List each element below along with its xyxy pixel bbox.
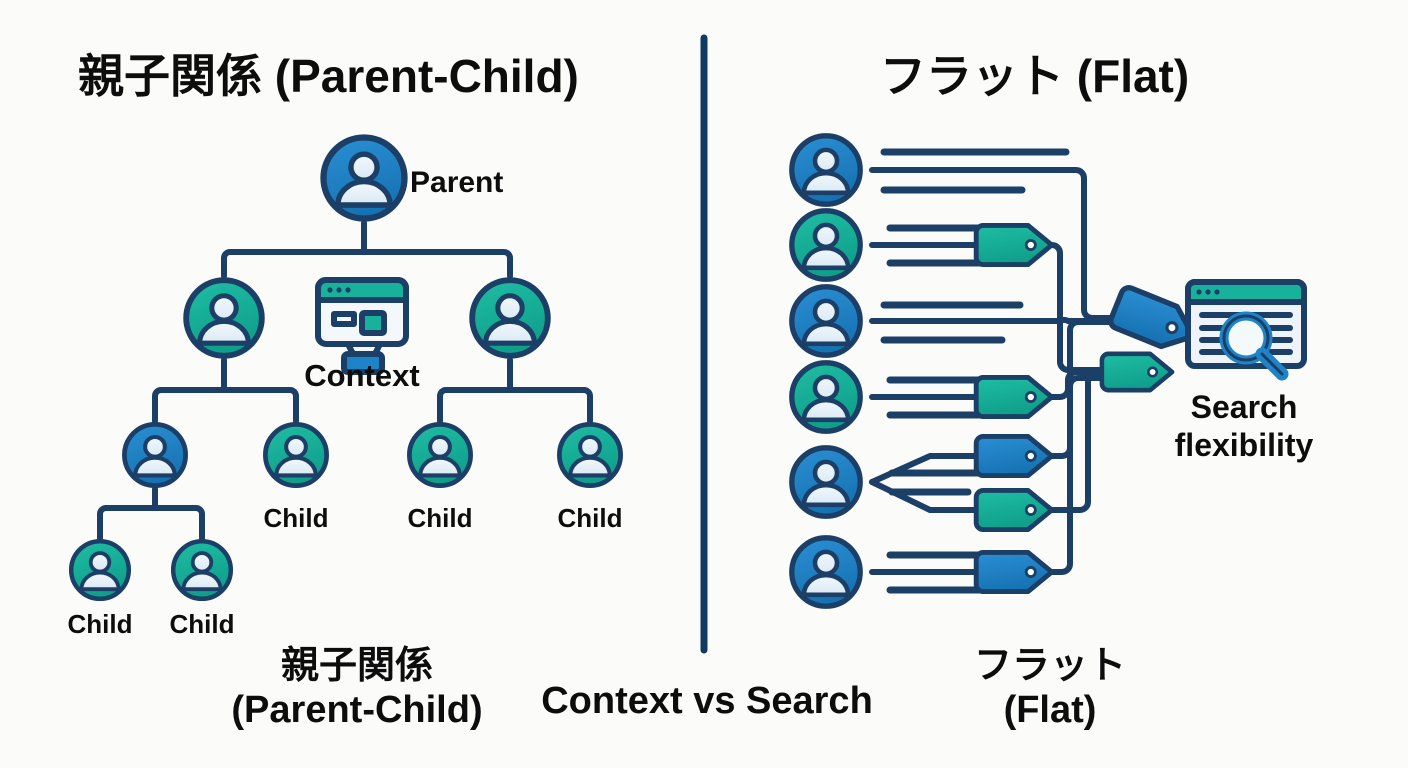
row-tag-2[interactable] bbox=[976, 225, 1052, 264]
caption-center: Context vs Search bbox=[541, 680, 873, 722]
flat-avatar-1[interactable] bbox=[792, 136, 860, 204]
edge-root-children bbox=[221, 249, 513, 279]
flat-row-tags bbox=[976, 225, 1052, 591]
flat-avatars bbox=[792, 136, 860, 606]
tree-node-parent[interactable] bbox=[324, 138, 405, 219]
tree-node-level1-right[interactable] bbox=[472, 280, 548, 356]
search-flexibility-label-line2: flexibility bbox=[1175, 427, 1314, 463]
edge-l1b-children bbox=[437, 387, 593, 424]
search-window-icon[interactable] bbox=[1185, 279, 1307, 381]
edge-l1a-children bbox=[152, 387, 299, 424]
caption-right-line1: フラット bbox=[974, 645, 1126, 687]
tree-node-level1-left[interactable] bbox=[186, 280, 262, 356]
tree-label-child-3: Child bbox=[558, 503, 623, 533]
tree-node-level3-a[interactable] bbox=[71, 541, 129, 599]
tree-node-level2-b[interactable] bbox=[265, 424, 326, 485]
flat-avatar-4[interactable] bbox=[792, 363, 860, 431]
caption-left-line1: 親子関係 bbox=[281, 645, 433, 687]
flat-avatar-5[interactable] bbox=[792, 448, 860, 516]
tree-node-level3-b[interactable] bbox=[173, 541, 231, 599]
connector-row5-tagteal-out bbox=[1047, 371, 1107, 513]
connector-row2-tag-out bbox=[1047, 242, 1107, 373]
connector-row6-tag-out bbox=[1047, 375, 1107, 575]
row-tag-6[interactable] bbox=[976, 552, 1052, 591]
parent-child-tree bbox=[97, 220, 593, 541]
tree-label-child-2: Child bbox=[408, 503, 473, 533]
row-tag-5-upper[interactable] bbox=[976, 436, 1052, 475]
row-tag-4[interactable] bbox=[976, 377, 1052, 416]
title-right: フラット (Flat) bbox=[880, 50, 1189, 102]
tree-node-level2-c[interactable] bbox=[409, 424, 470, 485]
aggregate-tag-teal[interactable] bbox=[1102, 354, 1172, 390]
tree-label-parent: Parent bbox=[410, 166, 503, 199]
row-tag-5-lower[interactable] bbox=[976, 490, 1052, 529]
tree-label-child-4: Child bbox=[68, 609, 133, 639]
tree-node-level2-d[interactable] bbox=[559, 424, 620, 485]
connector-row3 bbox=[869, 316, 1123, 324]
flat-avatar-3[interactable] bbox=[792, 287, 860, 355]
tree-node-level2-a[interactable] bbox=[124, 424, 185, 485]
flat-connectors bbox=[869, 167, 1123, 575]
caption-left-line2: (Parent-Child) bbox=[231, 689, 482, 731]
search-flexibility-label-line1: Search bbox=[1191, 389, 1298, 425]
title-left: 親子関係 (Parent-Child) bbox=[78, 50, 579, 102]
tree-label-context: Context bbox=[304, 358, 419, 393]
tree-label-child-5: Child bbox=[170, 609, 235, 639]
tree-label-child-1: Child bbox=[264, 503, 329, 533]
connector-row5-lower bbox=[869, 479, 981, 513]
flat-avatar-6[interactable] bbox=[792, 538, 860, 606]
context-window-icon bbox=[315, 277, 409, 375]
edge-l2a-children bbox=[97, 505, 205, 541]
connector-row1 bbox=[869, 167, 1123, 321]
connector-row5-upper bbox=[869, 453, 981, 485]
flat-avatar-2[interactable] bbox=[792, 211, 860, 279]
caption-right-line2: (Flat) bbox=[1004, 689, 1097, 731]
